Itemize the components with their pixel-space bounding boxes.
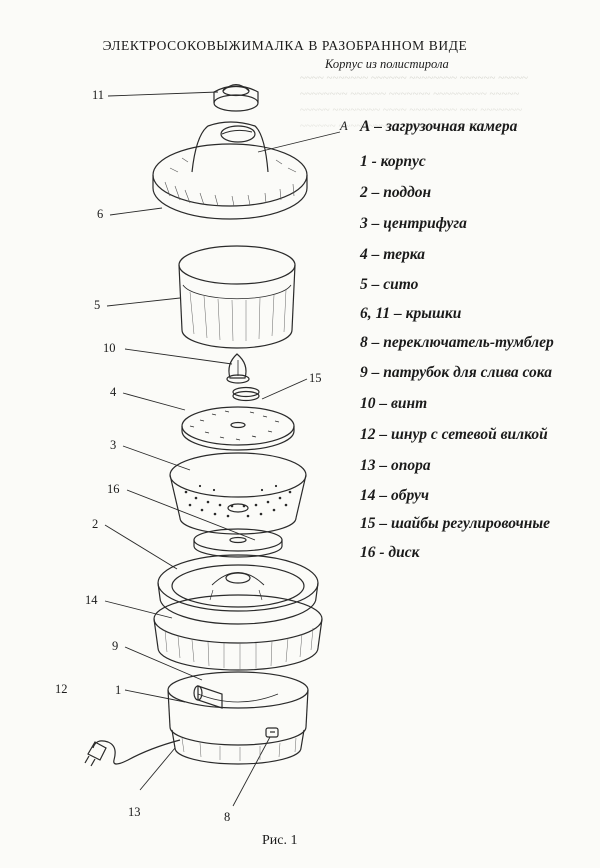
part-2-tray: [157, 554, 319, 625]
callout-9: 9: [112, 639, 119, 653]
legend-item: 3 – центрифуга: [360, 215, 467, 232]
part-12-cord-plug: [84, 739, 181, 767]
legend-item: 8 – переключатель-тумблер: [360, 334, 554, 351]
part-9-spout: [193, 685, 223, 709]
page-subtitle: Корпус из полистирола: [325, 57, 449, 71]
callout-5: 5: [94, 298, 101, 312]
callout-14: 14: [85, 593, 98, 607]
part-1-housing: [167, 671, 309, 746]
part-10-screw: [226, 353, 250, 384]
callout-11: 11: [92, 88, 105, 102]
legend-item: 1 - корпус: [360, 153, 426, 170]
legend-item: 15 – шайбы регулировочные: [360, 515, 550, 532]
part-16-disc: [193, 528, 283, 558]
part-11-small-cap: [213, 84, 259, 112]
part-13-support: [171, 729, 305, 765]
callout-1: 1: [115, 683, 122, 697]
part-6-lid: [152, 121, 308, 220]
legend-item: 4 – терка: [360, 246, 425, 263]
callout-16: 16: [107, 482, 120, 496]
bleed-through-text: ~~~~ ~~~~~~~ ~~~~~~ ~~~~~~~~ ~~~~~~ ~~~~…: [300, 72, 528, 132]
part-14-hoop: [153, 594, 323, 671]
part-5-sieve: [178, 245, 296, 349]
page-title: ЭЛЕКТРОСОКОВЫЖИМАЛКА В РАЗОБРАННОМ ВИДЕ: [102, 38, 468, 53]
callout-4: 4: [110, 385, 117, 399]
legend-item: 9 – патрубок для слива сока: [360, 364, 552, 381]
callout-2: 2: [92, 517, 99, 531]
callout-12: 12: [55, 682, 68, 696]
callout-3: 3: [110, 438, 117, 452]
legend-item: 2 – поддон: [360, 184, 432, 201]
part-3-centrifuge: [169, 452, 307, 535]
callout-10: 10: [103, 341, 116, 355]
legend-item: 14 – обруч: [360, 487, 430, 504]
callout-8: 8: [224, 810, 231, 824]
legend-item: 5 – сито: [360, 276, 419, 293]
legend-item: 6, 11 – крышки: [360, 305, 462, 322]
part-8-switch: [265, 727, 279, 738]
part-4-grater: [181, 406, 295, 451]
callout-13: 13: [128, 805, 141, 819]
callout-15: 15: [309, 371, 322, 385]
legend-item: 16 - диск: [360, 544, 420, 561]
part-15-washers: [232, 386, 260, 402]
leader-lines: [104, 91, 341, 807]
legend-item: А – загрузочная камера: [360, 118, 518, 135]
legend-item: 13 – опора: [360, 457, 431, 474]
figure-caption: Рис. 1: [262, 833, 298, 848]
legend-item: 10 – винт: [360, 395, 428, 412]
callout-6: 6: [97, 207, 104, 221]
callout-a: А: [340, 119, 348, 133]
legend-item: 12 – шнур с сетевой вилкой: [360, 426, 548, 443]
